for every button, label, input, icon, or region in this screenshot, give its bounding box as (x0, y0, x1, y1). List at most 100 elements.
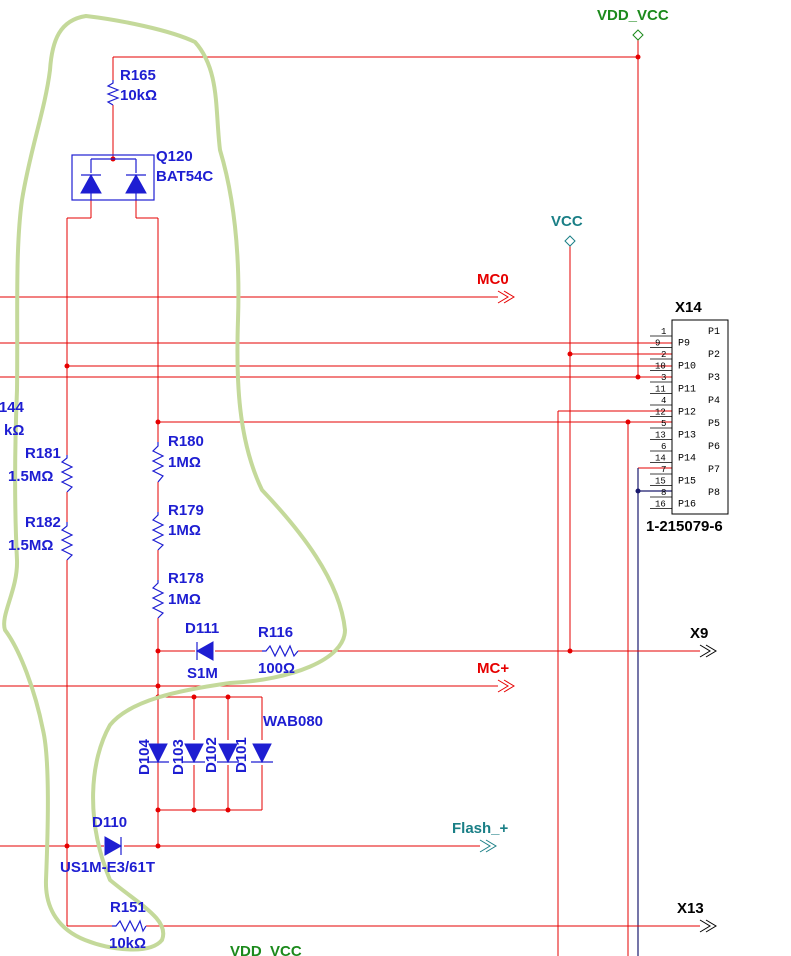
junction-dot (191, 807, 197, 813)
connector-pin-label: P10 (678, 362, 696, 373)
connector-pin-label: P9 (678, 339, 690, 350)
net-label-x9: X9 (690, 625, 708, 642)
q120-body (71, 154, 155, 201)
resistor-r151-icon (112, 919, 147, 933)
value-r180: 1MΩ (168, 454, 201, 471)
diode-icon (125, 173, 147, 194)
ref-r144: R144 (0, 399, 25, 416)
ref-r182: R182 (25, 514, 61, 531)
ref-d102: D102 (203, 737, 220, 773)
resistors (60, 80, 299, 933)
junction-dot (64, 843, 70, 849)
connector-pin-label: P16 (678, 500, 696, 511)
ref-d103: D103 (170, 739, 187, 775)
connector-pin-label: P1 (708, 327, 720, 338)
connector-pin-number: 11 (655, 385, 666, 395)
net-label-vdd-vcc-bottom: VDD_VCC (230, 943, 302, 956)
ref-d111: D111 (185, 620, 219, 637)
connector-pin-label: P4 (708, 396, 720, 407)
junction-dot (625, 419, 631, 425)
labels: VDD_VCC VDD_VCC VCC MC0 MC+ Flash_+ X9 X… (0, 7, 723, 956)
value-q120: BAT54C (156, 168, 213, 185)
diode-icon (80, 173, 102, 194)
junction-dot (635, 488, 641, 494)
net-label-mc-plus: MC+ (477, 660, 509, 677)
connector-pin-number: 12 (655, 408, 666, 418)
connector-pin-number: 9 (655, 339, 660, 349)
connector-pin-label: P13 (678, 431, 696, 442)
junction-dot (155, 419, 161, 425)
connector-part: 1-215079-6 (646, 518, 723, 535)
value-r116: 100Ω (258, 660, 295, 677)
ref-q120: Q120 (156, 148, 193, 165)
power-symbols (479, 29, 717, 933)
net-label-vdd-vcc: VDD_VCC (597, 7, 669, 24)
wires (0, 40, 700, 956)
ref-r165: R165 (120, 67, 156, 84)
connector-pin-label: P6 (708, 442, 720, 453)
flash-arrow-icon (479, 839, 497, 853)
value-r178: 1MΩ (168, 591, 201, 608)
junction-dot (567, 351, 573, 357)
net-label-vcc: VCC (551, 213, 583, 230)
connector-pin-number: 8 (661, 488, 666, 498)
x9-arrow-icon (699, 644, 717, 658)
connector-pin-label: P15 (678, 477, 696, 488)
value-r182: 1.5MΩ (8, 537, 53, 554)
mc-plus-arrow-icon (497, 679, 515, 693)
value-r144: kΩ (4, 422, 24, 439)
ref-r180: R180 (168, 433, 204, 450)
connector-pin-number: 6 (661, 442, 666, 452)
connector-pin-number: 3 (661, 373, 666, 383)
value-d111: S1M (187, 665, 218, 682)
bridge-diodes (147, 743, 273, 764)
connector-pin-label: P3 (708, 373, 720, 384)
junction-dot (191, 694, 197, 700)
diode-d104-icon (148, 743, 168, 764)
vcc-diamond-icon (564, 235, 576, 247)
resistor-r165-icon (106, 80, 120, 106)
connector-pin-number: 5 (661, 419, 666, 429)
diode-d110-icon (104, 836, 123, 856)
ref-r178: R178 (168, 570, 204, 587)
junction-dot (225, 694, 231, 700)
ref-r151: R151 (110, 899, 146, 916)
vdd-diamond-icon (632, 29, 644, 41)
resistor-r179-icon (151, 512, 165, 551)
value-r181: 1.5MΩ (8, 468, 53, 485)
connector-pin-label: P7 (708, 465, 720, 476)
junction-dot (155, 683, 161, 689)
connector-pin-label: P2 (708, 350, 720, 361)
x13-arrow-icon (699, 919, 717, 933)
resistor-r178-icon (151, 580, 165, 619)
connector-pin-number: 13 (655, 431, 666, 441)
resistor-r116-icon (262, 644, 299, 658)
connector-pin-number: 7 (661, 465, 666, 475)
junctions (64, 54, 641, 849)
value-r165: 10kΩ (120, 87, 157, 104)
junction-dot (64, 363, 70, 369)
connector-pin-label: P11 (678, 385, 696, 396)
ref-d104: D104 (136, 738, 153, 775)
resistor-r181-icon (60, 455, 74, 493)
connector-pin-number: 1 (661, 327, 666, 337)
ref-r179: R179 (168, 502, 204, 519)
connector-pin-number: 14 (655, 454, 666, 464)
value-d110: US1M-E3/61T (60, 859, 155, 876)
net-label-flash: Flash_+ (452, 820, 509, 837)
connector-pin-label: P5 (708, 419, 720, 430)
connector-pin-label: P14 (678, 454, 696, 465)
connector-pin-number: 16 (655, 500, 666, 510)
connector-pin-number: 2 (661, 350, 666, 360)
connector-pin-label: P12 (678, 408, 696, 419)
ref-r116: R116 (258, 624, 293, 641)
ref-d101: D101 (233, 737, 250, 773)
value-bridge: WAB080 (263, 713, 323, 730)
mc0-arrow-icon (497, 290, 515, 304)
value-r151: 10kΩ (109, 935, 146, 952)
net-label-mc0: MC0 (477, 271, 509, 288)
q120-component (71, 154, 155, 201)
